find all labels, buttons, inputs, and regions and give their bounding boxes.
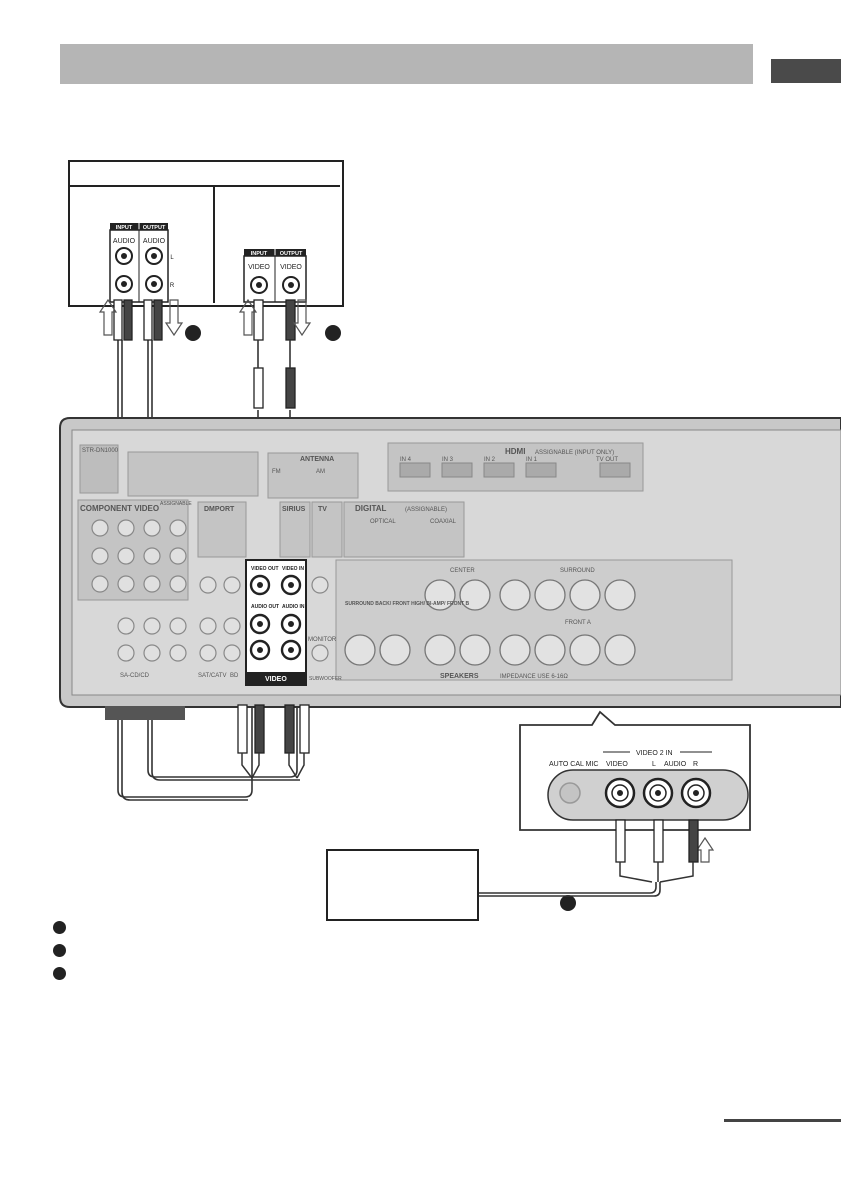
device-left-label: L — [170, 255, 174, 261]
front-video-label: VIDEO — [606, 761, 628, 768]
device-plugs — [113, 299, 296, 409]
device-audio-input-label: INPUT — [116, 225, 133, 231]
video-out-label: VIDEO OUT — [251, 566, 279, 572]
video-in-label: VIDEO IN — [282, 566, 304, 572]
callout-marker-audio — [185, 325, 201, 341]
component-video-label: COMPONENT VIDEO — [80, 504, 159, 513]
legend-marker-1 — [53, 921, 66, 934]
model-label: STR-DN1000 — [82, 448, 119, 454]
legend-marker-2 — [53, 944, 66, 957]
device-video-jacks — [243, 249, 307, 303]
monitor-label: MONITOR — [308, 637, 337, 643]
dmport-label: DMPORT — [204, 506, 235, 513]
device-video-sub-in: VIDEO — [248, 264, 270, 271]
device-right-label: R — [170, 283, 175, 289]
continued-rule — [724, 1119, 841, 1122]
external-source-box — [326, 849, 479, 921]
device-sub-labels: AUDIO AUDIO VIDEO VIDEO L R — [113, 238, 303, 289]
front-plugs — [475, 819, 699, 897]
hdmi-port-4: IN 4 — [400, 457, 412, 463]
device-audio-sub-in: AUDIO — [113, 238, 136, 245]
hdmi-note: ASSIGNABLE (INPUT ONLY) — [535, 450, 614, 456]
hdmi-tv-out: TV OUT — [596, 457, 618, 463]
auto-cal-mic-label: AUTO CAL MIC — [549, 761, 598, 768]
optical-label: OPTICAL — [370, 519, 396, 525]
coaxial-label: COAXIAL — [430, 519, 457, 525]
surround-back-label: SURROUND BACK/ FRONT HIGH/ BI-AMP/ FRONT… — [345, 601, 470, 607]
receiver-rear-panel — [59, 417, 841, 720]
device-audio-output-label: OUTPUT — [143, 225, 166, 231]
device-audio-sub-out: AUDIO — [143, 238, 166, 245]
front-left-label: L — [652, 761, 656, 768]
sacd-label: SA-CD/CD — [120, 673, 150, 679]
speakers-label: SPEAKERS — [440, 673, 479, 680]
callout-marker-front — [560, 895, 576, 911]
hdmi-port-3: IN 3 — [442, 457, 454, 463]
digital-note: (ASSIGNABLE) — [405, 507, 447, 513]
sat-label: SAT/CATV — [198, 673, 226, 679]
device-video-sub-out: VIDEO — [280, 264, 302, 271]
callout-marker-video — [325, 325, 341, 341]
fm-label: FM — [272, 469, 281, 475]
tv-label: TV — [318, 506, 327, 513]
video-block-labels: VIDEO OUT VIDEO IN AUDIO OUT AUDIO IN VI… — [251, 566, 305, 683]
device-section-divider — [213, 187, 215, 303]
audio-cables — [117, 340, 300, 801]
bd-label: BD — [230, 673, 239, 679]
center-label: CENTER — [450, 568, 475, 574]
front-a-label: FRONT A — [565, 620, 591, 626]
receiver-labels: STR-DN1000 ANTENNA FM AM HDMI ASSIGNABLE… — [80, 447, 618, 682]
front-panel-labels: VIDEO 2 IN AUTO CAL MIC VIDEO L AUDIO R — [549, 750, 698, 768]
audio-in-label: AUDIO IN — [282, 604, 305, 610]
hdmi-port-1: IN 1 — [526, 457, 538, 463]
component-assignable: ASSIGNABLE — [160, 501, 192, 507]
device-video-input-label: INPUT — [251, 251, 268, 257]
video-group-label: VIDEO — [265, 676, 287, 683]
device-video-output-label: OUTPUT — [280, 251, 303, 257]
front-right-label: R — [693, 761, 698, 768]
audio-out-label: AUDIO OUT — [251, 604, 279, 610]
impedance-label: IMPEDANCE USE 6-16Ω — [500, 674, 568, 680]
signal-direction-arrows — [98, 298, 715, 863]
digital-label: DIGITAL — [355, 504, 387, 513]
section-header-bar — [60, 44, 753, 84]
surround-label: SURROUND — [560, 568, 595, 574]
front-audio-label: AUDIO — [664, 761, 687, 768]
subwoofer-label: SUBWOOFER — [309, 676, 342, 682]
hdmi-label: HDMI — [505, 447, 525, 456]
legend-marker-3 — [53, 967, 66, 980]
video2-in-label: VIDEO 2 IN — [636, 750, 673, 757]
front-panel-callout — [519, 710, 751, 831]
device-audio-jacks — [109, 223, 169, 303]
device-title-divider — [70, 185, 340, 187]
device-header-labels: INPUT OUTPUT INPUT OUTPUT — [116, 225, 303, 257]
section-tab-marker — [771, 59, 841, 83]
am-label: AM — [316, 469, 325, 475]
sirius-label: SIRIUS — [282, 506, 306, 513]
antenna-label: ANTENNA — [300, 456, 334, 463]
hdmi-port-2: IN 2 — [484, 457, 496, 463]
receiver-audio-plugs — [237, 704, 310, 779]
